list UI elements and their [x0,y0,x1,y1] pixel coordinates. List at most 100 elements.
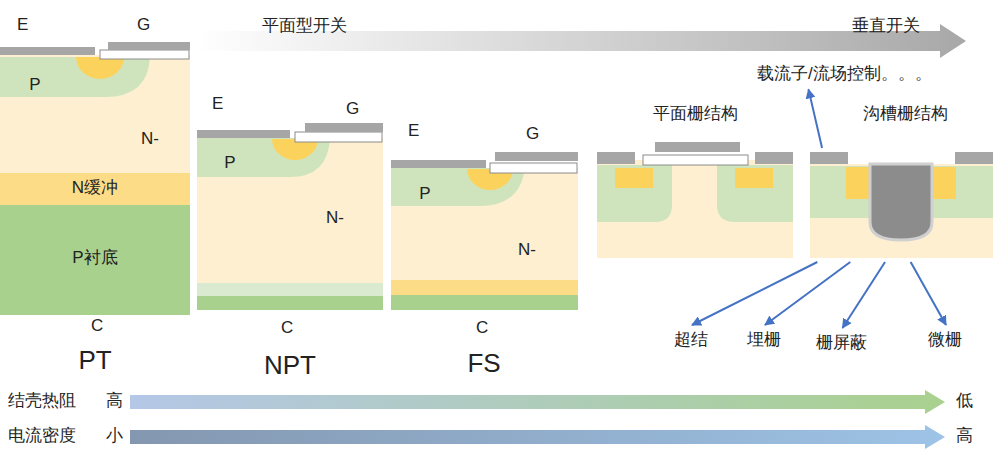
trend-label: 平面型开关 [262,16,347,36]
terminal-label: E [17,15,28,35]
node-text: 沟槽栅结构 [863,104,948,124]
planar-gate [597,142,793,258]
p-substrate [0,205,190,315]
terminal-label: G [346,99,359,119]
emitter-metal [597,152,635,164]
gate-oxide [490,163,577,173]
n-drift [197,138,383,283]
node-text: P [224,153,235,173]
n-plus [846,167,870,199]
node-text: P [419,184,430,204]
n-buffer [0,173,190,205]
node-text: 平面栅结构 [653,104,738,124]
current-density-arrow [130,425,945,449]
trend-label: 垂直开关 [852,16,920,36]
gate-metal [108,42,190,50]
callout-arrow [809,89,823,148]
gate-oxide [295,132,382,142]
axis-end: 高 [106,391,123,411]
n-region: N- [0,97,190,173]
n-region: N- [391,206,578,280]
pt-structure [0,42,190,315]
emitter-metal [391,160,486,168]
field-stop [391,280,578,295]
variant-name: 微栅 [924,328,968,352]
gate-structure: 平面栅结构 [597,142,793,258]
p-well [717,165,793,222]
callout-arrow [765,262,850,325]
p-region: P [391,168,525,206]
structure-name: NPT [264,350,316,381]
node-text: 微栅 [924,328,968,352]
node-text: N- [518,240,536,260]
n-drift [810,164,993,258]
collector-layer [197,283,383,296]
callout-arrow [843,262,886,328]
trench-gate [810,152,993,258]
emitter-metal [955,152,993,164]
buffer-band: N缓冲 [0,173,190,205]
node-text: 埋栅 [743,328,787,352]
n-drift [597,160,793,258]
gate-oxide [100,50,189,59]
n-plus [735,168,773,188]
p-well [197,138,330,177]
terminal-label: G [526,124,539,144]
trend-note: 载流子/流场控制。。。 [753,62,938,86]
gate-structure: 沟槽栅结构 [810,152,993,258]
axis-label: 结壳热阻 [8,391,76,411]
p-well [391,168,525,206]
collector-layer [197,296,383,310]
variant-name: 栅屏蔽 [812,331,873,355]
gate-oxide [643,155,748,165]
callout-arrow [911,262,946,325]
terminal-label: C [476,318,488,338]
axis-end: 低 [956,391,973,411]
device-block: NPT P N- [197,123,383,385]
node-text: N- [326,208,344,228]
n-plus [615,168,653,188]
npt-structure [197,123,383,310]
device-block: FS P N- [391,152,578,384]
callout-arrow [692,262,817,325]
terminal-label: E [408,121,419,141]
p-well [597,165,672,222]
trench [870,164,932,240]
node-text: N- [141,129,159,149]
thermal-resistance-arrow [130,390,945,414]
variant-name: 超结 [670,328,714,352]
gate-metal [655,142,740,152]
fs-structure [391,152,578,310]
p-region: P [197,138,330,177]
p-region: P [0,57,150,97]
n-region: N- [197,177,383,283]
collector-layer [391,295,578,310]
node-text: 超结 [670,328,714,352]
n-plus [76,57,124,79]
terminal-label: C [91,316,103,336]
n-drift [391,168,578,280]
emitter-metal [810,152,848,164]
emitter-metal [755,152,793,164]
node-text: 栅屏蔽 [812,331,873,355]
variant-name: 埋栅 [743,328,787,352]
structure-name: PT [78,345,111,376]
gate-metal [495,152,578,161]
axis-label: 电流密度 [8,426,76,446]
axis-end: 高 [956,426,973,446]
emitter-metal [197,130,290,138]
structure-name: FS [467,348,500,379]
terminal-label: C [281,318,293,338]
node-text: N缓冲 [72,178,118,198]
axis-end: 小 [106,426,123,446]
gate-metal [305,123,383,132]
node-text: 载流子/流场控制。。。 [753,62,938,86]
n-drift [0,55,190,173]
node-text: P衬底 [72,248,117,268]
terminal-label: E [212,94,223,114]
terminal-label: G [137,15,150,35]
substrate-band: P衬底 [0,205,190,315]
n-plus [932,167,956,199]
p-well [0,57,150,97]
node-text: P [29,75,40,95]
